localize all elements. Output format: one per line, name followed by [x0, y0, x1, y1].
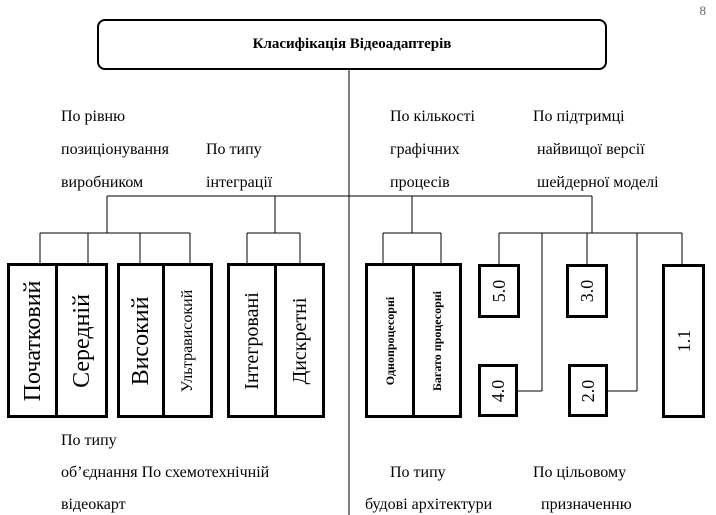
box-multi-processor: Багато процесорні	[412, 263, 462, 418]
box-ultra-high-label: Ультрависокий	[178, 289, 196, 392]
box-discrete: Дискретні	[274, 263, 325, 418]
box-integrated-label: Інтегровані	[241, 291, 263, 390]
label-by-arch-2: будові архітектури	[365, 496, 493, 513]
label-by-level-2: позиціонування	[61, 141, 169, 158]
label-by-shader-1: По підтримці	[533, 108, 625, 125]
box-middle-label: Середній	[68, 293, 95, 388]
label-by-arch-1: По типу	[390, 464, 446, 481]
box-version-2-0: 2.0	[568, 364, 608, 417]
box-version-4-0-label: 4.0	[488, 379, 508, 402]
box-version-4-0: 4.0	[478, 364, 518, 417]
box-version-5-0-label: 5.0	[489, 279, 509, 303]
box-version-5-0: 5.0	[478, 264, 520, 318]
box-single-processor-label: Однопроцесорні	[383, 296, 397, 385]
box-ultra-high: Ультрависокий	[162, 263, 213, 418]
box-version-2-0-label: 2.0	[578, 379, 598, 402]
box-high: Високий	[117, 263, 165, 418]
box-middle: Середній	[55, 263, 108, 418]
box-version-3-0-label: 3.0	[577, 279, 597, 303]
box-version-1-1-label: 1.1	[673, 329, 694, 353]
label-by-shader-3: шейдерної моделі	[537, 174, 659, 191]
box-single-processor: Однопроцесорні	[365, 263, 415, 418]
box-discrete-label: Дискретні	[288, 297, 311, 384]
label-by-count-2: графічних	[390, 141, 460, 158]
label-by-integration-2: інтеграції	[206, 174, 273, 191]
diagram-title: Класифікація Відеоадаптерів	[252, 36, 452, 52]
label-by-purpose-2: призначенню	[541, 496, 632, 513]
box-initial: Початковий	[7, 263, 58, 418]
box-version-3-0: 3.0	[566, 264, 608, 318]
label-by-level-1: По рівню	[61, 108, 126, 125]
label-by-count-1: По кількості	[390, 108, 475, 125]
label-by-union-3: відеокарт	[61, 496, 126, 513]
label-by-purpose-1: По цільовому	[533, 464, 627, 481]
box-multi-processor-label: Багато процесорні	[430, 290, 444, 391]
label-by-level-3: виробником	[61, 174, 144, 191]
page-number: 8	[699, 3, 707, 18]
box-integrated: Інтегровані	[227, 263, 277, 418]
label-by-integration-1: По типу	[206, 141, 262, 158]
box-version-1-1: 1.1	[662, 264, 705, 418]
label-by-union-1: По типу	[61, 432, 117, 449]
label-by-union-2: об’єднання По схемотехнічній	[61, 464, 270, 481]
box-initial-label: Початковий	[19, 280, 46, 401]
title-box: Класифікація Відеоадаптерів	[97, 19, 607, 70]
label-by-shader-2: найвищої версії	[537, 141, 645, 158]
label-by-count-3: процесів	[390, 174, 450, 191]
box-high-label: Високий	[128, 296, 154, 385]
